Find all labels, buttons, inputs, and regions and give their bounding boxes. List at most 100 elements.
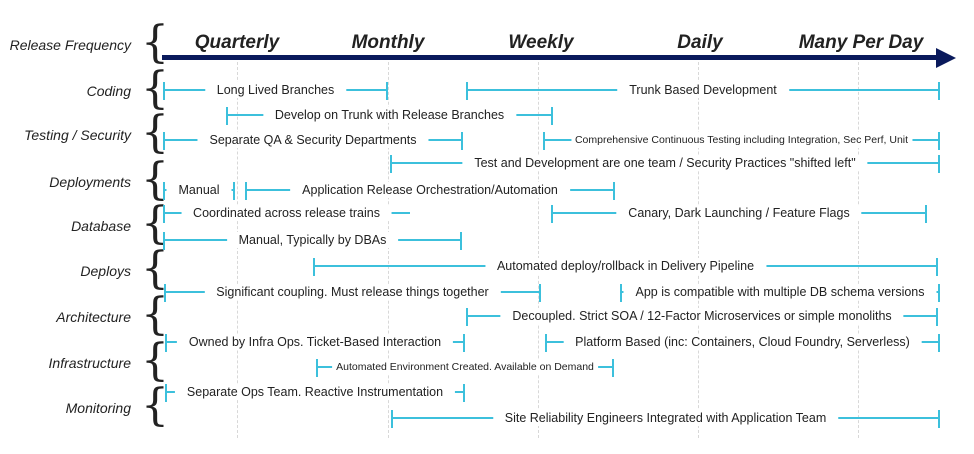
gridline-monthly [388,62,389,438]
practice-range-bar: Manual [163,182,235,200]
freq-many-per-day: Many Per Day [798,32,924,53]
curly-brace-icon: { [141,243,169,295]
practice-label: Significant coupling. Must release thing… [204,284,501,300]
practice-range-bar: Separate Ops Team. Reactive Instrumentat… [165,384,465,402]
range-start-tick [545,334,547,352]
practice-range-bar: Comprehensive Continuous Testing includi… [543,132,940,150]
gridline-weekly [538,62,539,438]
range-start-tick [466,308,468,326]
practice-range-bar: App is compatible with multiple DB schem… [620,284,940,302]
practice-range-bar: Owned by Infra Ops. Ticket-Based Interac… [165,334,465,352]
range-end-tick [938,410,940,428]
range-end-tick [612,359,614,377]
practice-range-bar: Site Reliability Engineers Integrated wi… [391,410,940,428]
practice-label: Test and Development are one team / Secu… [462,155,868,171]
range-start-tick [466,82,468,100]
practice-range-bar: Canary, Dark Launching / Feature Flags [551,205,927,223]
practice-label: Canary, Dark Launching / Feature Flags [616,205,862,221]
practice-label: Platform Based (inc: Containers, Cloud F… [563,334,922,350]
practice-label: Manual, Typically by DBAs [226,232,399,248]
practice-range-bar: Platform Based (inc: Containers, Cloud F… [545,334,940,352]
practice-label: Separate Ops Team. Reactive Instrumentat… [174,384,456,400]
practice-label: Coordinated across release trains [181,205,392,221]
practice-label: Automated deploy/rollback in Delivery Pi… [484,258,767,274]
range-start-tick [245,182,247,200]
range-end-tick [386,82,388,100]
range-end-tick [925,205,927,223]
curly-brace-icon: { [141,380,169,432]
range-start-tick [163,232,165,250]
range-end-tick [460,232,462,250]
practice-range-bar: Application Release Orchestration/Automa… [245,182,615,200]
range-end-tick [938,284,940,302]
practice-range-bar: Decoupled. Strict SOA / 12-Factor Micros… [466,308,938,326]
range-start-tick [551,205,553,223]
practice-range-bar: Trunk Based Development [466,82,940,100]
gridline-quarterly [237,62,238,438]
practice-range-bar: Long Lived Branches [163,82,388,100]
practice-range-bar: Separate QA & Security Departments [163,132,463,150]
range-end-tick [938,155,940,173]
practice-label: Site Reliability Engineers Integrated wi… [492,410,839,426]
range-start-tick [163,205,165,223]
gridline-daily [698,62,699,438]
range-start-tick [543,132,545,150]
frequency-axis [162,55,940,60]
gridline-many-per-day [858,62,859,438]
range-start-tick [164,284,166,302]
practice-label: Application Release Orchestration/Automa… [290,182,570,198]
range-end-tick [613,182,615,200]
range-start-tick [313,258,315,276]
range-start-tick [165,334,167,352]
range-start-tick [165,384,167,402]
row-label: Testing / Security [24,127,131,143]
practice-label: Develop on Trunk with Release Branches [262,107,517,123]
practice-range-bar: Manual, Typically by DBAs [163,232,462,250]
practice-range-bar: Develop on Trunk with Release Branches [226,107,553,125]
range-end-tick [936,308,938,326]
range-end-tick [938,82,940,100]
range-start-tick [316,359,318,377]
practice-range-bar: Automated deploy/rollback in Delivery Pi… [313,258,938,276]
freq-quarterly: Quarterly [194,32,280,53]
range-end-tick [233,182,235,200]
practice-label: Automated Environment Created. Available… [332,359,598,375]
curly-brace-icon: { [141,335,169,387]
practice-range-bar: Test and Development are one team / Secu… [390,155,940,173]
practice-label: Owned by Infra Ops. Ticket-Based Interac… [176,334,454,350]
row-label: Database [71,218,131,234]
practice-range-bar: Automated Environment Created. Available… [316,359,614,377]
range-end-tick [551,107,553,125]
range-end-tick [463,384,465,402]
practice-label: Decoupled. Strict SOA / 12-Factor Micros… [500,308,904,324]
practice-label: App is compatible with multiple DB schem… [623,284,937,300]
practice-range-bar: Significant coupling. Must release thing… [164,284,541,302]
freq-monthly: Monthly [351,32,425,53]
row-label: Architecture [56,309,131,325]
range-end-tick [936,258,938,276]
row-label: Infrastructure [48,355,131,371]
range-end-tick [539,284,541,302]
range-start-tick [163,132,165,150]
range-start-tick [391,410,393,428]
practice-label: Separate QA & Security Departments [197,132,429,148]
row-label: Deploys [80,263,131,279]
freq-daily: Daily [677,32,723,53]
practice-label: Comprehensive Continuous Testing includi… [570,132,913,148]
range-start-tick [620,284,622,302]
range-end-tick [938,334,940,352]
range-end-tick [938,132,940,150]
range-start-tick [226,107,228,125]
row-label: Release Frequency [9,37,131,53]
practice-label: Long Lived Branches [204,82,347,98]
range-start-tick [163,82,165,100]
range-end-tick [463,334,465,352]
freq-weekly: Weekly [508,32,574,53]
row-label: Coding [86,83,131,99]
practice-label: Trunk Based Development [617,82,789,98]
practice-label: Manual [166,182,232,198]
range-end-tick [461,132,463,150]
range-start-tick [163,182,165,200]
practice-range-bar: Coordinated across release trains [163,205,410,223]
